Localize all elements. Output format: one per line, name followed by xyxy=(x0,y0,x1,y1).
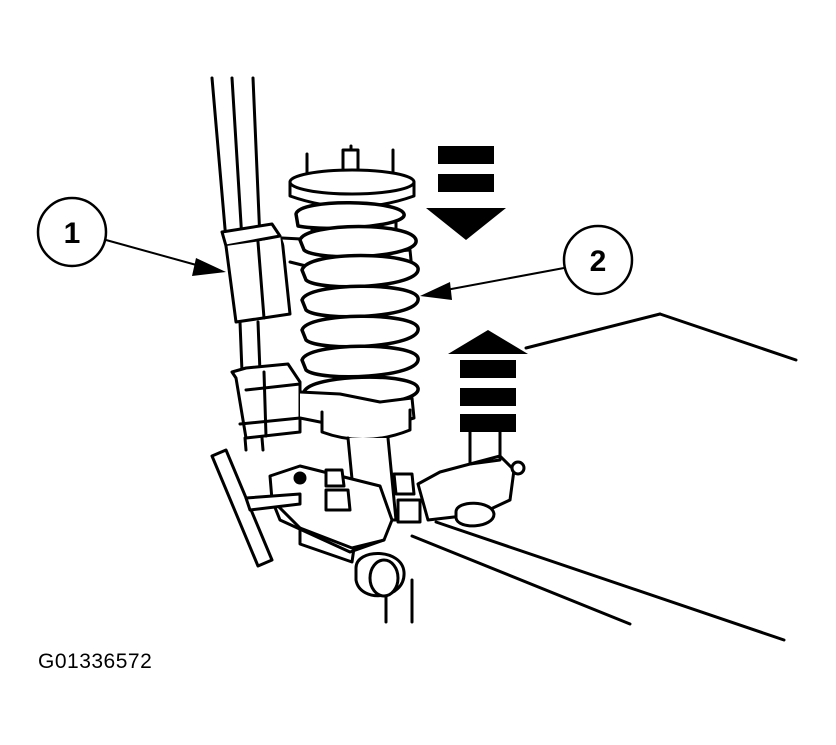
figure-id: G01336572 xyxy=(38,650,153,673)
callout-2-label: 2 xyxy=(590,245,607,278)
callout-2: 2 xyxy=(420,224,634,300)
callout-2-arrowhead xyxy=(420,282,452,300)
t-handle-tool xyxy=(210,448,302,568)
compress-down-arrow-icon xyxy=(426,146,506,240)
callout-1-label: 1 xyxy=(64,217,81,250)
strut-lower-bracket xyxy=(268,464,422,564)
cross-member-mount xyxy=(410,416,786,642)
stabilizer-bushing xyxy=(354,552,406,598)
coil-spring xyxy=(294,201,420,408)
callout-1: 1 xyxy=(36,196,226,276)
compress-up-arrow-icon xyxy=(448,330,528,432)
callout-1-arrowhead xyxy=(192,258,226,276)
bracket-bolt xyxy=(324,468,422,524)
reference-line xyxy=(524,312,662,350)
compressor-rods xyxy=(210,76,265,452)
reference-line xyxy=(658,312,798,362)
lower-spring-seat xyxy=(320,408,412,441)
